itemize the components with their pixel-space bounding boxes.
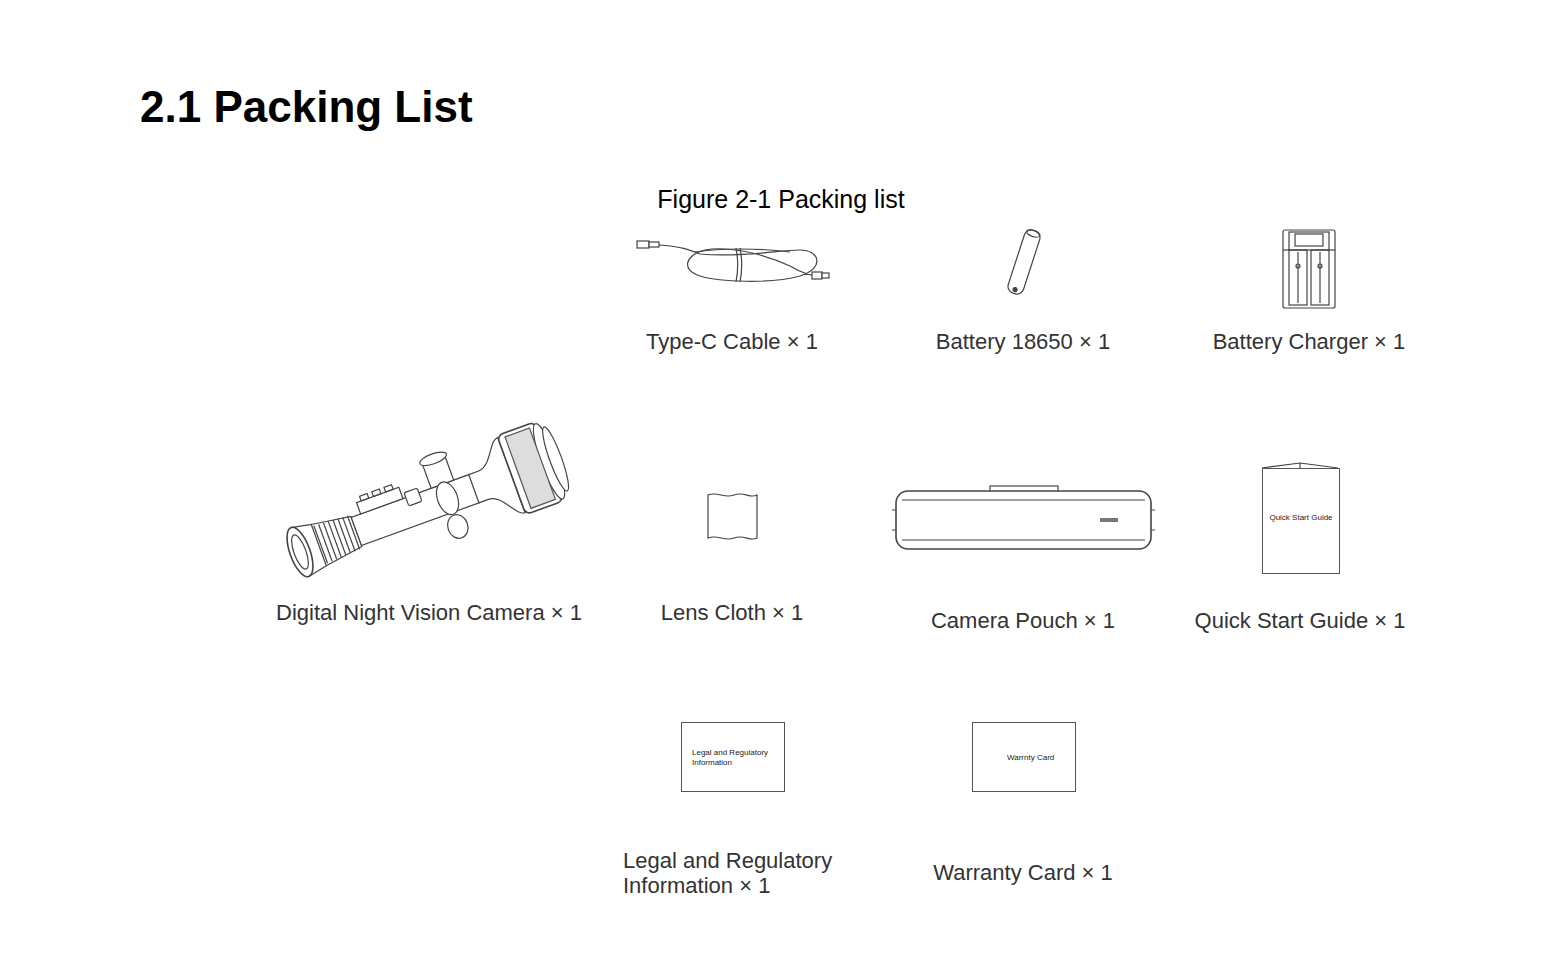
info-card: Legal and Regulatory Information	[681, 722, 785, 792]
item-label: Lens Cloth × 1	[661, 600, 803, 625]
eyecup-rib	[338, 519, 351, 554]
figure-caption: Figure 2-1 Packing list	[657, 185, 904, 214]
guide-booklet: Quick Start Guide	[1262, 468, 1340, 574]
item-label: Quick Start Guide × 1	[1195, 608, 1406, 633]
item-label: Battery Charger × 1	[1213, 329, 1406, 354]
eyecup-rib	[333, 520, 346, 555]
item-label: Camera Pouch × 1	[931, 608, 1115, 633]
battery-charger	[1283, 230, 1335, 308]
item-label: Battery 18650 × 1	[936, 329, 1110, 354]
card-text: Legal and Regulatory Information	[692, 748, 778, 768]
eyecup-rib	[328, 521, 341, 557]
card-text: Quick Start Guide	[1267, 513, 1335, 523]
item-label: Warranty Card × 1	[933, 860, 1113, 885]
item-label: Legal and Regulatory Information × 1	[623, 848, 855, 898]
item-label: Digital Night Vision Camera × 1	[276, 600, 582, 625]
battery-18650	[1006, 228, 1042, 296]
eyecup-rib	[323, 523, 336, 559]
item-label: Type-C Cable × 1	[646, 329, 818, 354]
card-text: Warrnty Card	[1007, 753, 1071, 763]
info-card: Warrnty Card	[972, 722, 1076, 792]
lens-cloth	[708, 494, 757, 539]
night-vision-scope	[275, 413, 576, 595]
camera-pouch	[892, 486, 1155, 549]
type-c-cable	[637, 241, 829, 282]
section-title: 2.1 Packing List	[140, 82, 473, 132]
